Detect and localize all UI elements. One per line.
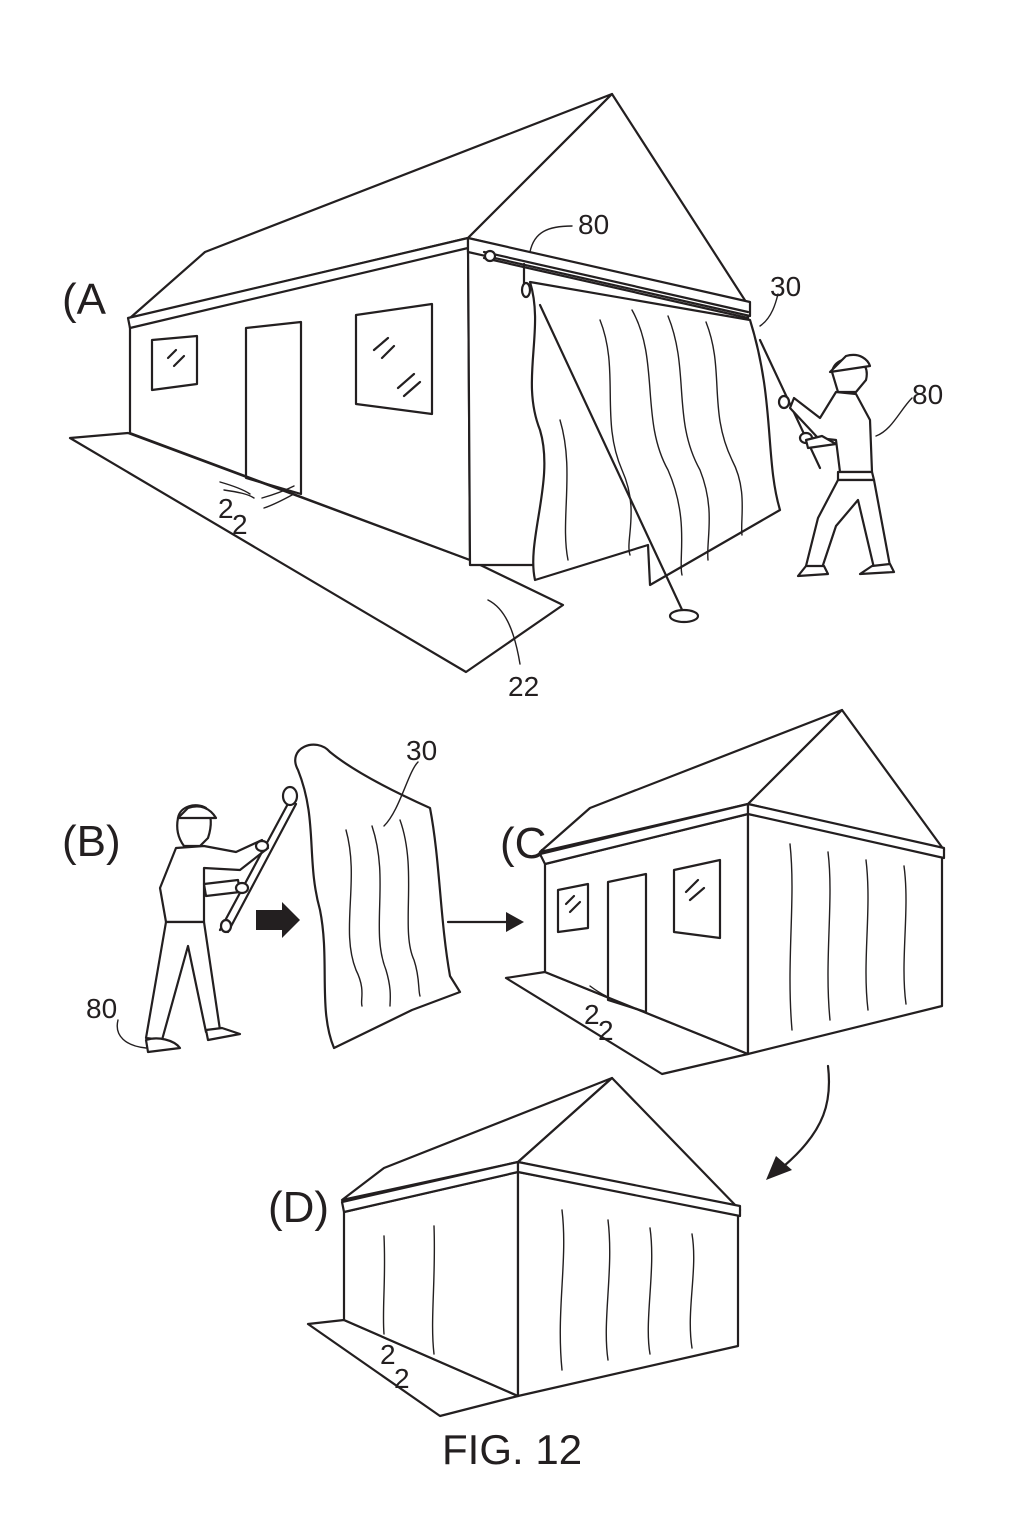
ref-80-top-a: 80 [578,209,609,240]
ref-2-second-a: 2 [232,509,248,540]
arrow-b-to-screen [256,902,300,938]
window-small-a [150,334,199,392]
panel-b: (B) 30 80 [62,735,524,1054]
door-c [606,872,648,1014]
window-large-c [672,858,722,940]
screen-carried-b [294,743,462,1050]
panel-b-label: (B) [62,817,121,866]
panel-c: (C 2 2 [500,708,946,1076]
arrow-c-to-d [782,1064,831,1168]
ref-30-b: 30 [406,735,437,766]
ref-80-b: 80 [86,993,117,1024]
panel-d: (D) 2 2 [268,1076,742,1418]
ref-30-a: 30 [770,271,801,302]
door-a [244,320,303,496]
worker-b [144,785,299,1054]
panel-a-label: (A [62,275,107,324]
window-small-c [556,882,590,934]
ref-2-second-c: 2 [598,1015,614,1046]
ref-2-first-c: 2 [584,999,600,1030]
ref-2-first-d: 2 [380,1339,396,1370]
ground-slab-a [68,431,565,674]
panel-d-label: (D) [268,1183,329,1232]
panel-a: (A 80 30 80 2 2 22 [62,92,943,702]
window-large-a [354,302,434,416]
ref-22-a: 22 [508,671,539,702]
figure-caption: FIG. 12 [442,1426,582,1473]
ref-2-first-a: 2 [218,493,234,524]
panel-c-label: (C [500,819,546,868]
worker-a [777,353,896,578]
ref-80-right-a: 80 [912,379,943,410]
ref-2-second-d: 2 [394,1363,410,1394]
